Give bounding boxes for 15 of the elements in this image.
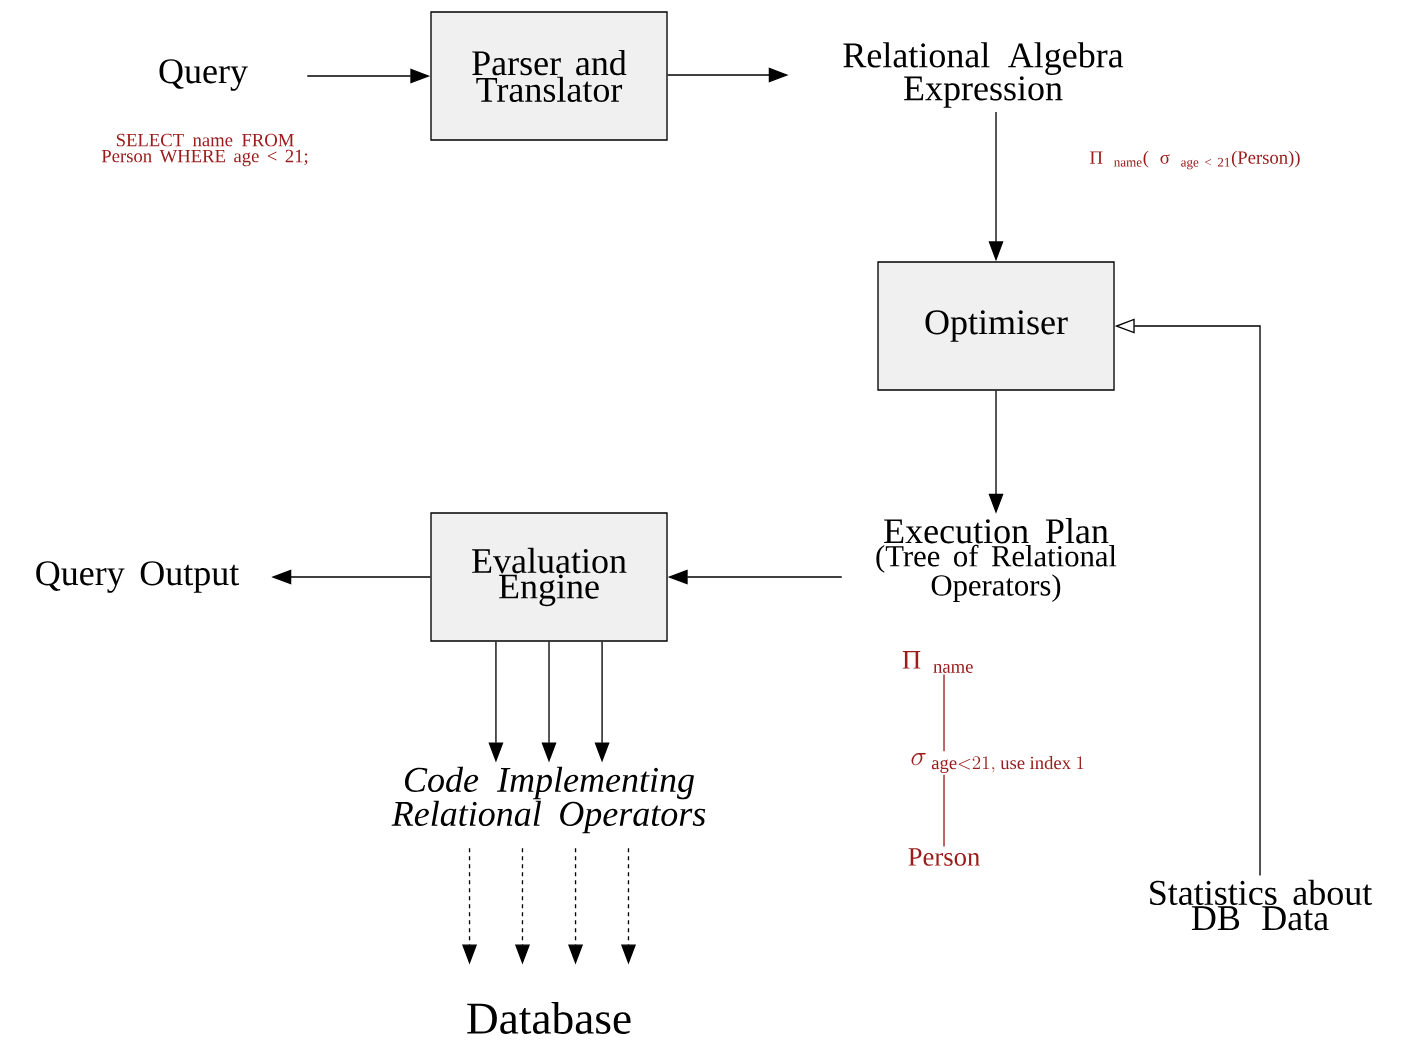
storage-label: Database xyxy=(467,1002,631,1034)
algebra-formula: Π $_{name}$( σ $_{age < 21}$(Person)) xyxy=(1090,150,1300,170)
plan-operator: Π $_{name}$ xyxy=(902,651,973,673)
sql-query: SELECT name FROM Person WHERE age < 21; xyxy=(101,133,308,167)
output-label: Query Output xyxy=(36,561,240,593)
component-label: Code Implementing Relational Operators xyxy=(391,766,706,834)
plan-operator: Person xyxy=(908,848,980,866)
process-box: Evaluation Engine xyxy=(430,512,668,642)
output-label: Relational Algebra Expression xyxy=(843,42,1124,108)
input-label: Statistics about DB Data xyxy=(1150,879,1373,931)
process-box: Parser and Translator xyxy=(430,11,668,141)
plan-operator: $\sigma_{\;\mathrm{age} < 21,\ \mathrm{use\ index}\ 1}$ xyxy=(911,752,1084,774)
input-label: Query xyxy=(159,59,248,91)
output-label: Execution Plan (Tree of Relational Operators) xyxy=(876,518,1117,602)
process-box: Optimiser xyxy=(877,261,1115,391)
